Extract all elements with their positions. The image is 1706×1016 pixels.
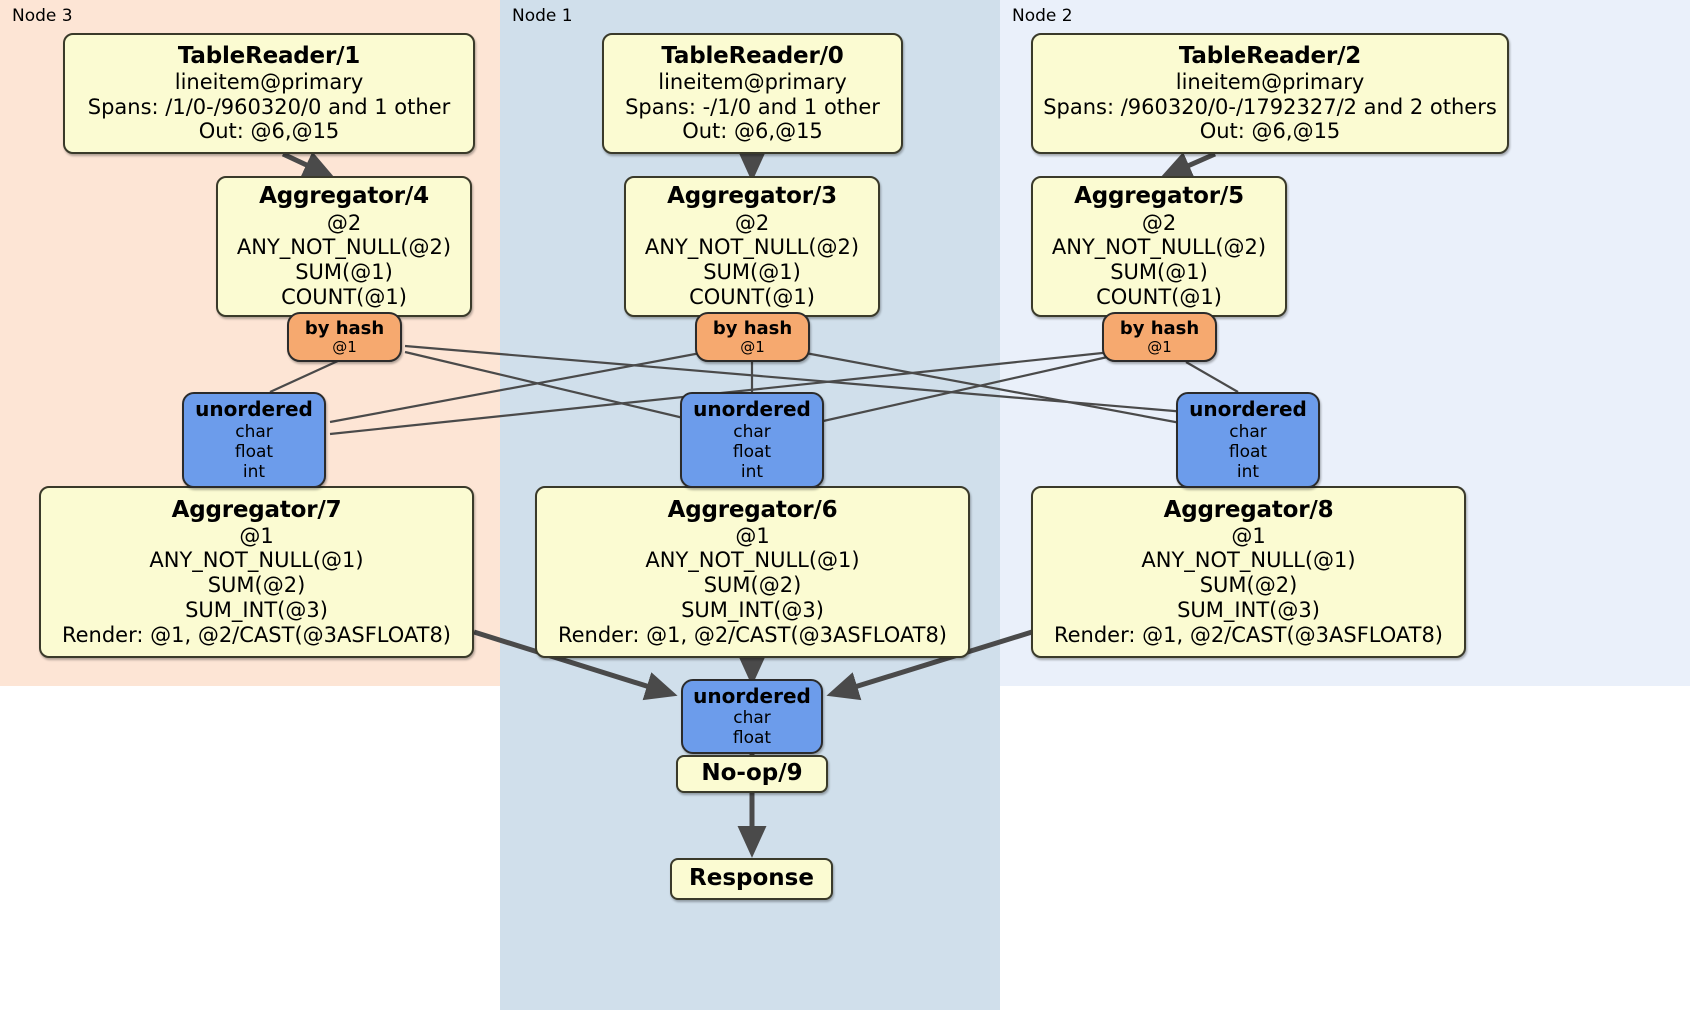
synchronizer-type: float <box>732 728 772 749</box>
router-detail: @1 <box>332 337 357 356</box>
processor-detail: COUNT(@1) <box>1096 284 1222 309</box>
processor-title: No-op/9 <box>701 760 803 787</box>
processor-title: Aggregator/8 <box>1163 496 1334 523</box>
processor-detail: ANY_NOT_NULL(@1) <box>149 548 364 573</box>
synchronizer-unordered-node3[interactable]: unordered char float int <box>182 392 326 488</box>
processor-detail: COUNT(@1) <box>281 284 407 309</box>
panel-node-1-label: Node 1 <box>512 6 573 26</box>
synchronizer-type: int <box>1236 461 1260 482</box>
processor-detail: SUM(@1) <box>295 260 393 285</box>
processor-detail: @1 <box>239 523 274 548</box>
processor-detail: SUM(@2) <box>1199 573 1298 598</box>
processor-detail: Spans: /1/0-/960320/0 and 1 other <box>87 94 451 119</box>
processor-detail: ANY_NOT_NULL(@1) <box>645 548 860 573</box>
processor-tablereader-2[interactable]: TableReader/2 lineitem@primary Spans: /9… <box>1031 33 1509 154</box>
processor-title: Aggregator/6 <box>667 496 838 523</box>
processor-detail: Render: @1, @2/CAST(@3ASFLOAT8) <box>61 622 452 647</box>
router-by-hash-node3[interactable]: by hash @1 <box>287 312 402 362</box>
processor-aggregator-8[interactable]: Aggregator/8 @1 ANY_NOT_NULL(@1) SUM(@2)… <box>1031 486 1466 658</box>
processor-title: TableReader/0 <box>661 42 844 69</box>
processor-detail: SUM(@2) <box>207 573 306 598</box>
router-detail: @1 <box>740 337 765 356</box>
processor-detail: Spans: -/1/0 and 1 other <box>625 94 880 119</box>
processor-response[interactable]: Response <box>670 858 833 900</box>
synchronizer-type: char <box>733 421 771 442</box>
processor-detail: SUM(@2) <box>703 573 802 598</box>
processor-detail: SUM_INT(@3) <box>681 597 824 622</box>
processor-title: Aggregator/7 <box>171 496 342 523</box>
processor-detail: @1 <box>1231 523 1266 548</box>
synchronizer-type: float <box>732 441 772 462</box>
processor-aggregator-7[interactable]: Aggregator/7 @1 ANY_NOT_NULL(@1) SUM(@2)… <box>39 486 474 658</box>
processor-detail: Out: @6,@15 <box>682 119 823 144</box>
processor-detail: lineitem@primary <box>174 69 364 94</box>
synchronizer-title: unordered <box>1189 397 1307 422</box>
processor-detail: Out: @6,@15 <box>1199 119 1341 144</box>
processor-detail: Render: @1, @2/CAST(@3ASFLOAT8) <box>557 622 948 647</box>
synchronizer-type: char <box>733 708 771 729</box>
processor-detail: @2 <box>1141 210 1177 235</box>
processor-detail: Out: @6,@15 <box>198 119 340 144</box>
processor-detail: lineitem@primary <box>1175 69 1365 94</box>
panel-node-3-label: Node 3 <box>12 6 73 26</box>
synchronizer-unordered-final[interactable]: unordered char float <box>681 679 823 754</box>
router-title: by hash <box>304 317 385 339</box>
synchronizer-type: int <box>242 461 266 482</box>
processor-detail: Render: @1, @2/CAST(@3ASFLOAT8) <box>1053 622 1444 647</box>
processor-aggregator-4[interactable]: Aggregator/4 @2 ANY_NOT_NULL(@2) SUM(@1)… <box>216 176 472 317</box>
processor-detail: @2 <box>734 210 770 235</box>
synchronizer-title: unordered <box>693 397 811 422</box>
router-by-hash-node1[interactable]: by hash @1 <box>695 312 810 362</box>
processor-detail: ANY_NOT_NULL(@2) <box>236 235 452 260</box>
processor-tablereader-1[interactable]: TableReader/1 lineitem@primary Spans: /1… <box>63 33 475 154</box>
processor-detail: ANY_NOT_NULL(@1) <box>1141 548 1356 573</box>
synchronizer-type: int <box>740 461 764 482</box>
processor-detail: lineitem@primary <box>658 69 847 94</box>
processor-title: Response <box>689 865 814 892</box>
router-by-hash-node2[interactable]: by hash @1 <box>1102 312 1217 362</box>
processor-aggregator-5[interactable]: Aggregator/5 @2 ANY_NOT_NULL(@2) SUM(@1)… <box>1031 176 1287 317</box>
processor-detail: SUM_INT(@3) <box>1177 597 1320 622</box>
synchronizer-title: unordered <box>693 683 811 708</box>
synchronizer-type: char <box>235 421 273 442</box>
processor-title: Aggregator/5 <box>1074 183 1244 210</box>
processor-detail: SUM(@1) <box>1110 260 1208 285</box>
synchronizer-type: float <box>234 441 274 462</box>
router-title: by hash <box>712 317 793 339</box>
synchronizer-unordered-node1[interactable]: unordered char float int <box>680 392 824 488</box>
synchronizer-unordered-node2[interactable]: unordered char float int <box>1176 392 1320 488</box>
router-title: by hash <box>1119 317 1200 339</box>
processor-aggregator-3[interactable]: Aggregator/3 @2 ANY_NOT_NULL(@2) SUM(@1)… <box>624 176 880 317</box>
processor-detail: @1 <box>735 523 770 548</box>
router-detail: @1 <box>1147 337 1172 356</box>
processor-detail: COUNT(@1) <box>689 284 815 309</box>
processor-detail: SUM_INT(@3) <box>185 597 328 622</box>
processor-aggregator-6[interactable]: Aggregator/6 @1 ANY_NOT_NULL(@1) SUM(@2)… <box>535 486 970 658</box>
panel-node-2-label: Node 2 <box>1012 6 1073 26</box>
synchronizer-type: float <box>1228 441 1268 462</box>
synchronizer-title: unordered <box>195 397 313 422</box>
processor-title: TableReader/2 <box>1178 42 1362 69</box>
synchronizer-type: char <box>1229 421 1267 442</box>
processor-detail: SUM(@1) <box>703 260 801 285</box>
processor-title: Aggregator/3 <box>667 183 837 210</box>
processor-detail: ANY_NOT_NULL(@2) <box>1051 235 1267 260</box>
processor-title: Aggregator/4 <box>259 183 429 210</box>
processor-detail: Spans: /960320/0-/1792327/2 and 2 others <box>1043 94 1497 119</box>
processor-no-op-9[interactable]: No-op/9 <box>676 755 828 793</box>
processor-tablereader-0[interactable]: TableReader/0 lineitem@primary Spans: -/… <box>602 33 903 154</box>
processor-title: TableReader/1 <box>177 42 361 69</box>
processor-detail: ANY_NOT_NULL(@2) <box>644 235 860 260</box>
processor-detail: @2 <box>326 210 362 235</box>
